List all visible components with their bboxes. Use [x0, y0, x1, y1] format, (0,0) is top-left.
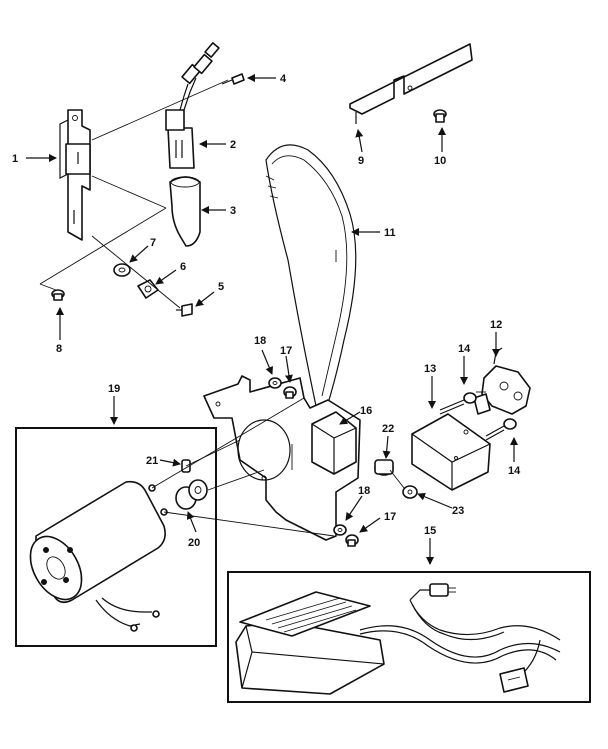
label-10: 10 — [434, 155, 446, 167]
belt-guard-part — [349, 43, 473, 124]
pulley-20-part — [175, 479, 208, 510]
motor-part — [29, 480, 168, 632]
label-13: 13 — [424, 363, 436, 375]
foot-control-part — [235, 583, 561, 695]
label-15: 15 — [424, 525, 436, 537]
mounting-bracket-part — [203, 375, 361, 541]
label-5: 5 — [218, 281, 224, 293]
motor-frame — [15, 427, 217, 647]
motor-bracket-part — [59, 109, 91, 241]
screw-5-part — [176, 303, 193, 317]
screw-14b-part — [485, 418, 517, 441]
part-labels: 1 2 3 4 5 6 7 8 9 10 11 12 13 14 14 15 1… — [12, 73, 521, 549]
label-14b: 14 — [508, 465, 521, 477]
label-9: 9 — [358, 155, 364, 167]
washer-18a-part — [268, 377, 282, 389]
label-18b: 18 — [358, 485, 370, 497]
belt-part — [265, 144, 357, 415]
label-3: 3 — [230, 205, 236, 217]
label-12: 12 — [490, 319, 502, 331]
washer-18b-part — [333, 524, 347, 536]
label-19: 19 — [108, 383, 120, 395]
assembly-guide-lines — [39, 79, 229, 309]
screw-14a-part — [439, 392, 477, 415]
spacer-22-part — [374, 459, 394, 476]
switch-assembly-part — [473, 347, 531, 415]
foot-control-frame — [227, 571, 591, 703]
label-8: 8 — [56, 343, 62, 355]
screw-23-part — [402, 485, 418, 499]
label-7: 7 — [150, 237, 156, 249]
label-14a: 14 — [458, 343, 471, 355]
leader-arrows — [26, 74, 518, 565]
screw-4-part — [221, 73, 245, 85]
adapter-part — [169, 176, 201, 247]
label-23: 23 — [452, 505, 464, 517]
terminal-block-part — [411, 413, 491, 491]
screw-8-part — [51, 289, 65, 301]
label-1: 1 — [12, 153, 18, 165]
label-4: 4 — [280, 73, 287, 85]
label-22: 22 — [382, 423, 394, 435]
connector-part — [165, 42, 220, 169]
screw-10-part — [433, 109, 447, 123]
label-17b: 17 — [384, 511, 396, 523]
label-11: 11 — [384, 227, 396, 239]
label-18a: 18 — [254, 335, 266, 347]
nut-plate-6-part — [137, 279, 159, 299]
label-20: 20 — [188, 537, 200, 549]
label-21: 21 — [146, 455, 158, 467]
label-16: 16 — [360, 405, 372, 417]
label-2: 2 — [230, 139, 236, 151]
screw-17b-part — [345, 534, 359, 547]
label-6: 6 — [180, 261, 186, 273]
washer-7-part — [113, 263, 131, 277]
screw-17a-part — [283, 386, 297, 399]
label-17a: 17 — [280, 345, 292, 357]
